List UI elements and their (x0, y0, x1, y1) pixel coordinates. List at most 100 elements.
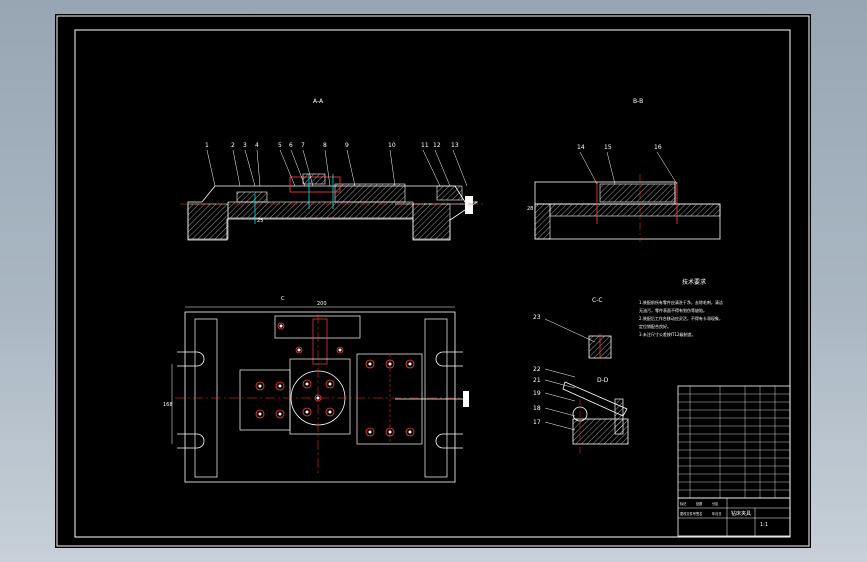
leader-line (544, 379, 576, 389)
balloon-label: 17 (533, 419, 541, 426)
section-b-label: B-B (633, 98, 643, 105)
balloon-label: 21 (533, 377, 541, 384)
leader-line (544, 392, 576, 402)
hole (385, 427, 395, 437)
hole (302, 379, 312, 389)
top-center-plate (289, 358, 351, 435)
hole-center (408, 430, 412, 434)
balloon-label: 15 (604, 144, 612, 151)
top-slider-bracket (274, 315, 361, 339)
dim-b-height: 28 (527, 206, 533, 212)
hole (255, 409, 265, 419)
tb-label: 标记 (680, 501, 687, 506)
hole-center (258, 412, 262, 416)
balloon-label: 19 (533, 390, 541, 397)
leader-line (389, 149, 396, 187)
b-upper-hatch (599, 183, 676, 203)
hole-center (388, 362, 392, 366)
leader-line (324, 149, 331, 187)
hole (336, 346, 344, 354)
tb-scale: 1:1 (760, 522, 768, 528)
leader-line (232, 149, 241, 187)
hole-center (316, 396, 320, 400)
title-block: 钻床夹具 1:1 标记处数分区更改文件号签名年月日 (677, 385, 791, 537)
balloon-label: 8 (323, 142, 327, 149)
tb-drawing-title: 钻床夹具 (731, 510, 751, 517)
d-post (614, 398, 624, 435)
hatch-right-block (436, 185, 463, 201)
bom-rows (678, 386, 790, 498)
leader-line (302, 149, 314, 187)
leader-line (544, 368, 576, 378)
tech-lines: 1.装配前所有零件应清洗干净，去除毛刺，清洁 无油污，零件表面不得有划伤等缺陷。… (639, 299, 723, 337)
tech-line: 2.装配后工作台移动应灵活，不得有卡滞现象， (639, 315, 723, 321)
hole-center (388, 430, 392, 434)
balloon-label: 2 (231, 142, 235, 149)
hole-center (278, 412, 282, 416)
top-view: C 200 168 (163, 296, 469, 483)
tech-line: 无油污，零件表面不得有划伤等缺陷。 (639, 307, 707, 313)
balloon-label: 22 (533, 366, 541, 373)
b-hatch-left (534, 203, 551, 240)
tech-title: 技术要求 (682, 278, 706, 286)
balloon-label: 5 (278, 142, 282, 149)
hole (302, 407, 312, 417)
view-d-label: D-D (597, 377, 609, 384)
leader-line (544, 421, 576, 431)
balloon-label: 12 (433, 142, 441, 149)
balloon-label: 16 (654, 144, 662, 151)
b-hatch-top (549, 203, 721, 217)
top-left-block (239, 369, 291, 431)
tb-label: 年月日 (712, 511, 722, 516)
outer-border (56, 15, 810, 547)
hole (405, 359, 415, 369)
hole (365, 359, 375, 369)
title-block-box (677, 497, 791, 537)
balloon-label: 18 (533, 405, 541, 412)
hole-center (279, 324, 283, 328)
view-d-balloons: 22 21 19 18 17 (533, 366, 576, 431)
hole (325, 407, 335, 417)
leader-line (244, 149, 256, 187)
view-d-d: D-D 22 21 19 18 17 (533, 366, 629, 454)
leader-line (579, 151, 598, 185)
hole-center (278, 384, 282, 388)
hole-center (297, 348, 301, 352)
hole-center (338, 348, 342, 352)
balloon-label: 6 (289, 142, 293, 149)
handle-knob (465, 196, 473, 214)
leader-line (606, 151, 616, 185)
hole-center (305, 382, 309, 386)
dim-a-small: 25 (257, 218, 263, 224)
hole-center (328, 410, 332, 414)
hole (275, 409, 285, 419)
hole-center (328, 382, 332, 386)
hole-center (408, 362, 412, 366)
tb-label: 更改文件号 (680, 511, 696, 516)
hole (385, 359, 395, 369)
hole-center (258, 384, 262, 388)
tb-label: 签名 (696, 511, 702, 516)
leader-line (544, 407, 576, 417)
slot-left-top (177, 351, 205, 367)
leader-line (256, 149, 261, 187)
balloon-label: 13 (451, 142, 459, 149)
hatch-base-left (187, 203, 229, 240)
slot-right-bottom (435, 433, 463, 449)
hole (275, 381, 285, 391)
leader-line (206, 149, 216, 187)
top-center-column (312, 318, 328, 365)
balloon-label: 1 (205, 142, 209, 149)
leader-line (422, 149, 441, 187)
balloon-label: 7 (301, 142, 305, 149)
slot-left-bottom (177, 433, 205, 449)
balloon-label: 11 (421, 142, 429, 149)
tech-line: 定位销配合良好。 (639, 323, 671, 329)
hole (255, 381, 265, 391)
balloon-23: 23 (533, 314, 541, 321)
